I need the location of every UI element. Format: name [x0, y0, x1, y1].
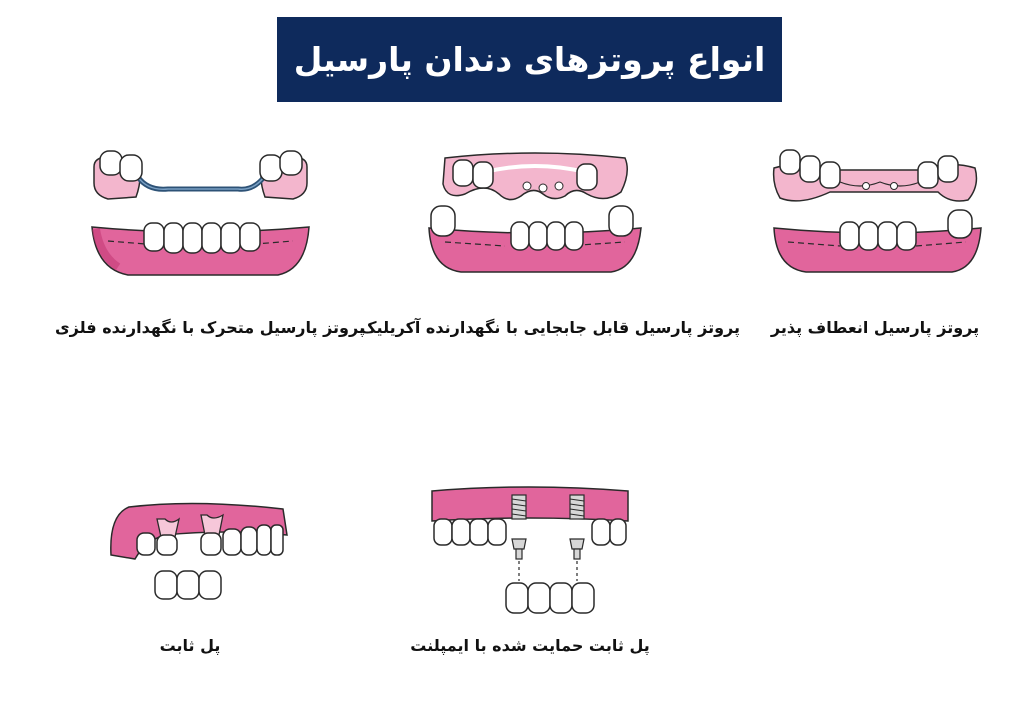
label-fixed-bridge: پل ثابت [159, 636, 221, 655]
fixed-bridge-illustration [110, 502, 288, 600]
label-metal-clasp-denture: پروتز پارسیل متحرک با نگهدارنده فلزی [55, 318, 365, 337]
flexible-denture-illustration [772, 149, 982, 273]
label-acrylic-clasp-denture: پروتز پارسیل قابل جابجایی با نگهدارنده آ… [360, 318, 740, 337]
implant-bridge-illustration [431, 486, 629, 614]
title-banner: انواع پروتزهای دندان پارسیل [277, 17, 782, 102]
page-title: انواع پروتزهای دندان پارسیل [293, 40, 766, 79]
label-implant-bridge: پل ثابت حمایت شده با ایمپلنت [410, 636, 650, 655]
label-flexible-denture: پروتز پارسیل انعطاف پذیر [770, 318, 980, 337]
acrylic-clasp-denture-illustration [428, 152, 642, 273]
metal-clasp-denture-illustration [91, 150, 310, 276]
